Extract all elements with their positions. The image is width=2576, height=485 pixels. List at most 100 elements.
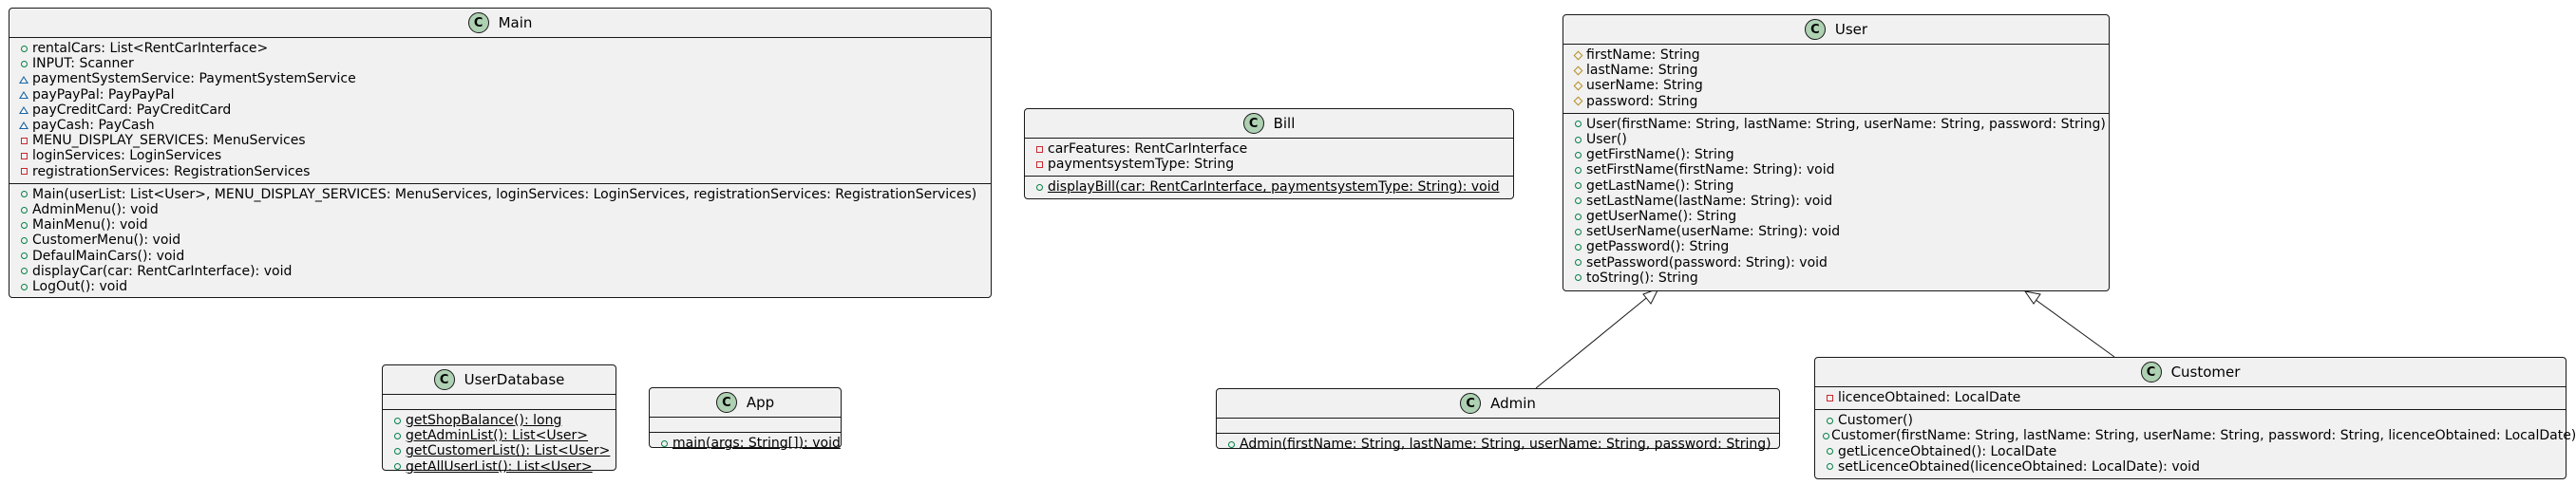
fields-section: licenceObtained: LocalDate: [1815, 387, 2566, 409]
member-text: userName: String: [1586, 78, 1703, 94]
member-row: getFirstName(): String: [1563, 147, 2109, 162]
public-visibility-marker: [20, 206, 28, 214]
private-visibility-icon: [17, 153, 30, 160]
class-app[interactable]: C App main(args: String[]): void: [649, 387, 842, 451]
public-visibility-icon: [1823, 448, 1836, 456]
member-row: carFeatures: RentCarInterface: [1025, 141, 1513, 157]
public-visibility-marker: [20, 268, 28, 275]
member-row: getShopBalance(): long: [383, 413, 616, 428]
class-customer[interactable]: C Customer licenceObtained: LocalDate Cu…: [1814, 357, 2576, 479]
member-row: getAdminList(): List<User>: [383, 428, 616, 443]
member-row: Customer(firstName: String, lastName: St…: [1815, 428, 2576, 443]
member-row: MainMenu(): void: [9, 217, 991, 233]
member-text: getAdminList(): List<User>: [406, 428, 589, 444]
private-visibility-icon: [1032, 160, 1046, 168]
member-text: INPUT: Scanner: [32, 56, 134, 72]
public-visibility-icon: [17, 206, 30, 214]
public-visibility-icon: [17, 268, 30, 275]
public-visibility-icon: [390, 432, 404, 439]
methods-section: Customer()Customer(firstName: String, la…: [1815, 409, 2576, 478]
fields-section: [383, 395, 616, 409]
private-visibility-marker: [1035, 160, 1043, 168]
member-text: toString(): String: [1586, 270, 1698, 286]
class-admin[interactable]: C Admin Admin(firstName: String, lastNam…: [1216, 388, 1780, 452]
member-row: rentalCars: List<RentCarInterface>: [9, 41, 991, 56]
public-visibility-icon: [1571, 167, 1584, 175]
class-name: Admin: [1490, 395, 1536, 412]
admin-inheritance-arrowhead: [1642, 288, 1660, 305]
member-text: rentalCars: List<RentCarInterface>: [32, 41, 269, 56]
member-text: Main(userList: List<User>, MENU_DISPLAY_…: [32, 186, 977, 202]
public-visibility-marker: [1574, 182, 1582, 190]
class-header: C Customer: [1815, 358, 2566, 387]
protected-visibility-icon: [1571, 65, 1584, 76]
member-row: getUserName(): String: [1563, 209, 2109, 224]
package-visibility-icon: [17, 121, 30, 130]
public-visibility-marker: [393, 417, 401, 424]
public-visibility-marker: [1826, 448, 1833, 456]
member-text: getUserName(): String: [1586, 209, 1737, 225]
class-badge-icon: C: [1242, 113, 1264, 134]
class-name: App: [746, 394, 775, 411]
member-row: getAllUserList(): List<User>: [383, 459, 616, 475]
private-visibility-marker: [1035, 145, 1043, 153]
member-row: registrationServices: RegistrationServic…: [9, 164, 991, 179]
member-text: getShopBalance(): long: [406, 413, 562, 428]
member-row: MENU_DISPLAY_SERVICES: MenuServices: [9, 133, 991, 148]
member-row: displayBill(car: RentCarInterface, payme…: [1025, 179, 1513, 195]
member-text: getLicenceObtained(): LocalDate: [1838, 443, 2057, 459]
package-visibility-marker: [19, 121, 28, 130]
public-visibility-marker: [1574, 197, 1582, 205]
member-text: displayCar(car: RentCarInterface): void: [32, 263, 293, 279]
member-text: setLicenceObtained(licenceObtained: Loca…: [1838, 458, 2200, 475]
public-visibility-marker: [20, 283, 28, 290]
member-row: getCustomerList(): List<User>: [383, 443, 616, 458]
member-text: firstName: String: [1586, 47, 1700, 63]
member-row: Main(userList: List<User>, MENU_DISPLAY_…: [9, 187, 991, 202]
package-visibility-marker: [19, 75, 28, 84]
class-header: C Main: [9, 9, 991, 38]
member-text: LogOut(): void: [32, 279, 128, 295]
member-text: carFeatures: RentCarInterface: [1048, 141, 1248, 157]
public-visibility-icon: [17, 237, 30, 245]
member-text: registrationServices: RegistrationServic…: [32, 163, 311, 179]
package-visibility-icon: [17, 75, 30, 84]
member-text: getFirstName(): String: [1586, 147, 1734, 163]
member-row: setUserName(userName: String): void: [1563, 224, 2109, 239]
member-text: loginServices: LoginServices: [32, 148, 222, 164]
class-main[interactable]: C Main rentalCars: List<RentCarInterface…: [9, 8, 992, 298]
member-row: User(firstName: String, lastName: String…: [1563, 117, 2109, 132]
public-visibility-icon: [17, 45, 30, 52]
member-text: setUserName(userName: String): void: [1586, 224, 1841, 240]
public-visibility-icon: [1224, 440, 1238, 448]
member-row: firstName: String: [1563, 47, 2109, 63]
class-badge-icon: C: [467, 12, 489, 33]
public-visibility-icon: [1823, 463, 1836, 471]
private-visibility-icon: [1823, 394, 1836, 401]
class-name: Bill: [1273, 115, 1296, 132]
member-text: MENU_DISPLAY_SERVICES: MenuServices: [32, 133, 306, 149]
private-visibility-marker: [20, 137, 28, 144]
private-visibility-marker: [20, 153, 28, 160]
class-badge-icon: C: [2140, 362, 2162, 382]
public-visibility-icon: [17, 60, 30, 67]
public-visibility-marker: [393, 432, 401, 439]
methods-section: displayBill(car: RentCarInterface, payme…: [1025, 176, 1513, 198]
class-badge-icon: C: [1804, 19, 1826, 40]
admin-extends-user-edge: [1535, 289, 1657, 389]
member-text: payCreditCard: PayCreditCard: [32, 102, 232, 118]
member-row: licenceObtained: LocalDate: [1815, 390, 2566, 405]
public-visibility-marker: [1035, 184, 1043, 191]
class-header: C Admin: [1217, 389, 1779, 419]
public-visibility-icon: [657, 439, 671, 447]
fields-section: rentalCars: List<RentCarInterface>INPUT:…: [9, 38, 991, 183]
member-row: AdminMenu(): void: [9, 202, 991, 217]
member-text: licenceObtained: LocalDate: [1838, 390, 2021, 405]
methods-section: Main(userList: List<User>, MENU_DISPLAY_…: [9, 182, 991, 298]
